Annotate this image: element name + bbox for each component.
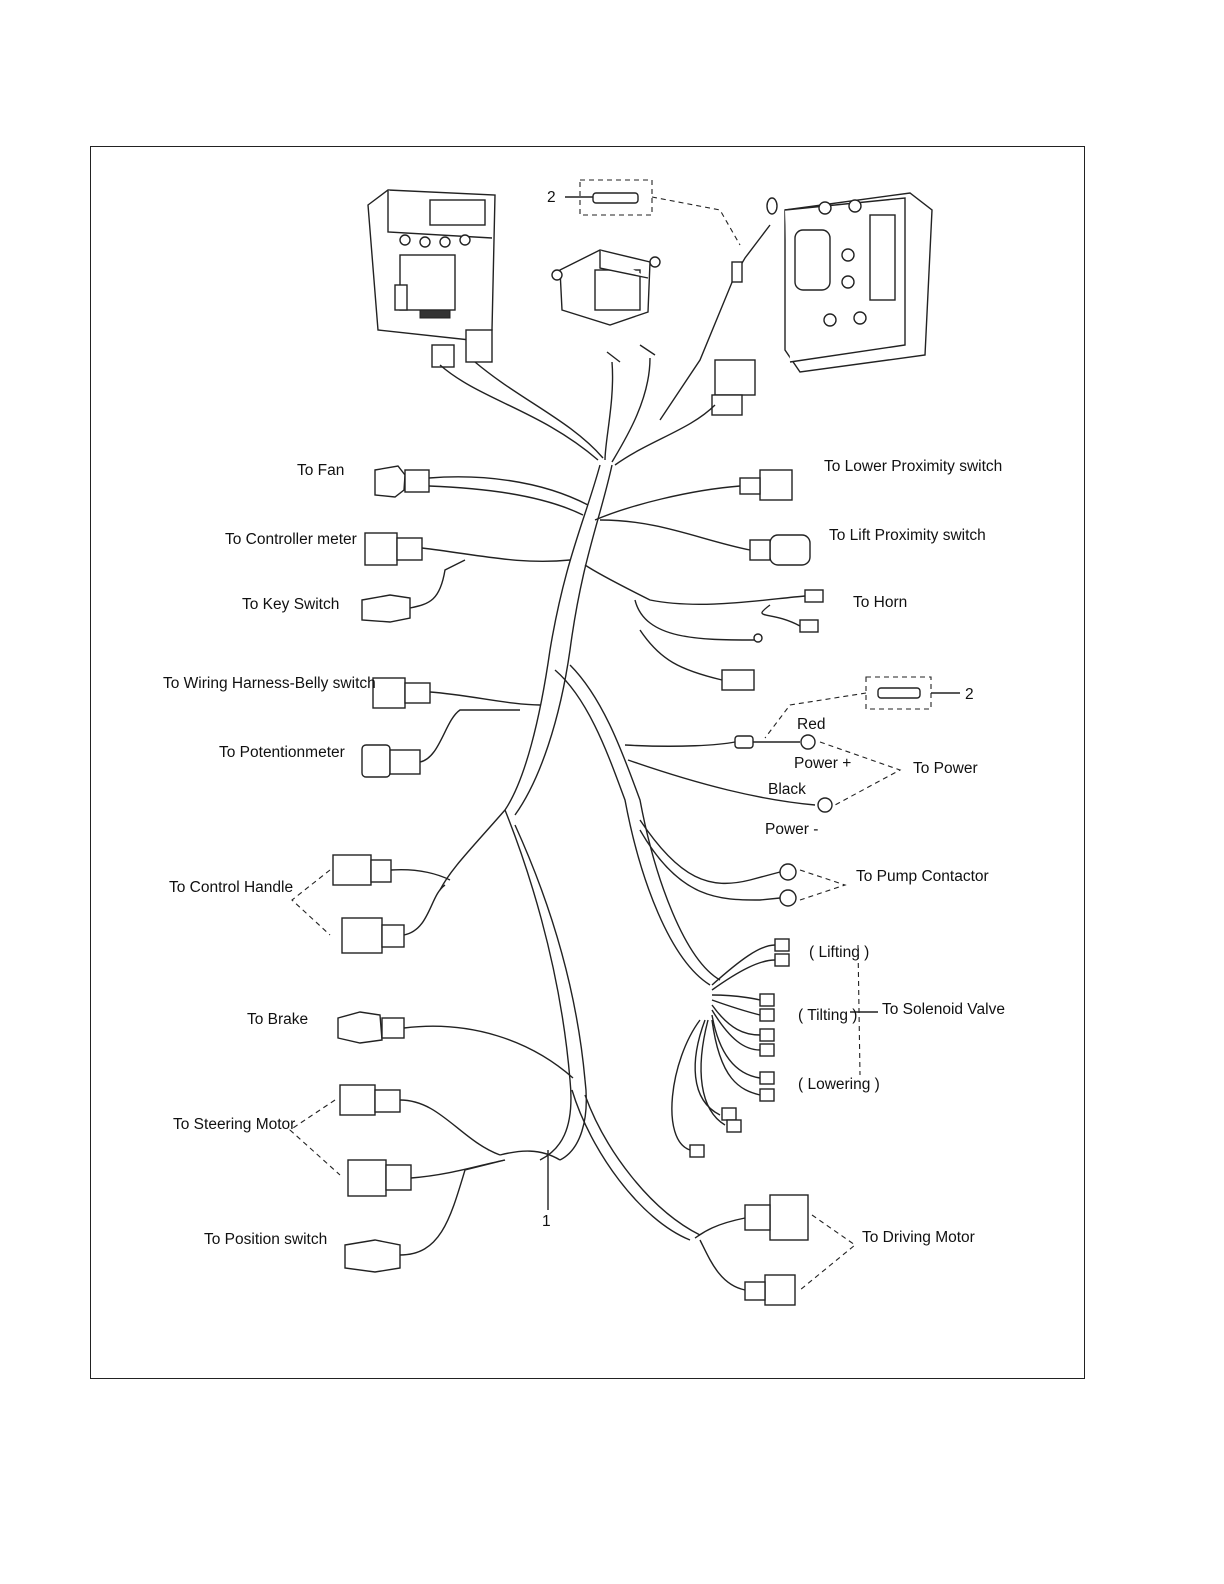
label-brake: To Brake [247,1011,308,1028]
callout-fuse-top: 2 [547,189,556,206]
label-solenoid-valve: To Solenoid Valve [882,1001,1005,1018]
motor-controller [784,192,933,373]
label-fan: To Fan [297,462,344,479]
diagram-frame [90,146,1085,1379]
solenoid-terminals [689,938,790,1158]
label-lowering: ( Lowering ) [798,1076,880,1093]
left-branches [289,465,589,1273]
right-branches [547,469,960,1306]
label-control-handle: To Control Handle [169,879,293,896]
label-power-minus: Power - [765,821,818,838]
labels: To Fan To Controller meter To Key Switch… [163,189,1005,1248]
harness-trunk [439,357,716,1161]
callout-harness: 1 [542,1213,551,1230]
label-pump-contactor: To Pump Contactor [856,868,989,885]
label-tilting: ( Tilting ) [798,1007,857,1024]
label-wiring-harness-belly: To Wiring Harness-Belly switch [163,675,376,692]
label-lower-proximity: To Lower Proximity switch [824,458,1002,475]
pump-contactor-part [551,249,661,326]
label-power-plus: Power + [794,755,851,772]
controller-module [367,189,496,341]
top-connectors [431,329,756,416]
label-driving-motor: To Driving Motor [862,1229,975,1246]
fuse-top [565,179,778,421]
label-position-switch: To Position switch [204,1231,327,1248]
label-controller-meter: To Controller meter [225,531,357,548]
label-black: Black [768,781,806,798]
label-steering-motor: To Steering Motor [173,1116,295,1133]
label-to-power: To Power [913,760,978,777]
label-potentiometer: To Potentionmeter [219,744,345,761]
label-lifting: ( Lifting ) [809,944,869,961]
callout-fuse-right: 2 [965,686,974,703]
label-lift-proximity: To Lift Proximity switch [829,527,986,544]
label-red: Red [797,716,825,733]
label-horn: To Horn [853,594,907,611]
label-key-switch: To Key Switch [242,596,339,613]
